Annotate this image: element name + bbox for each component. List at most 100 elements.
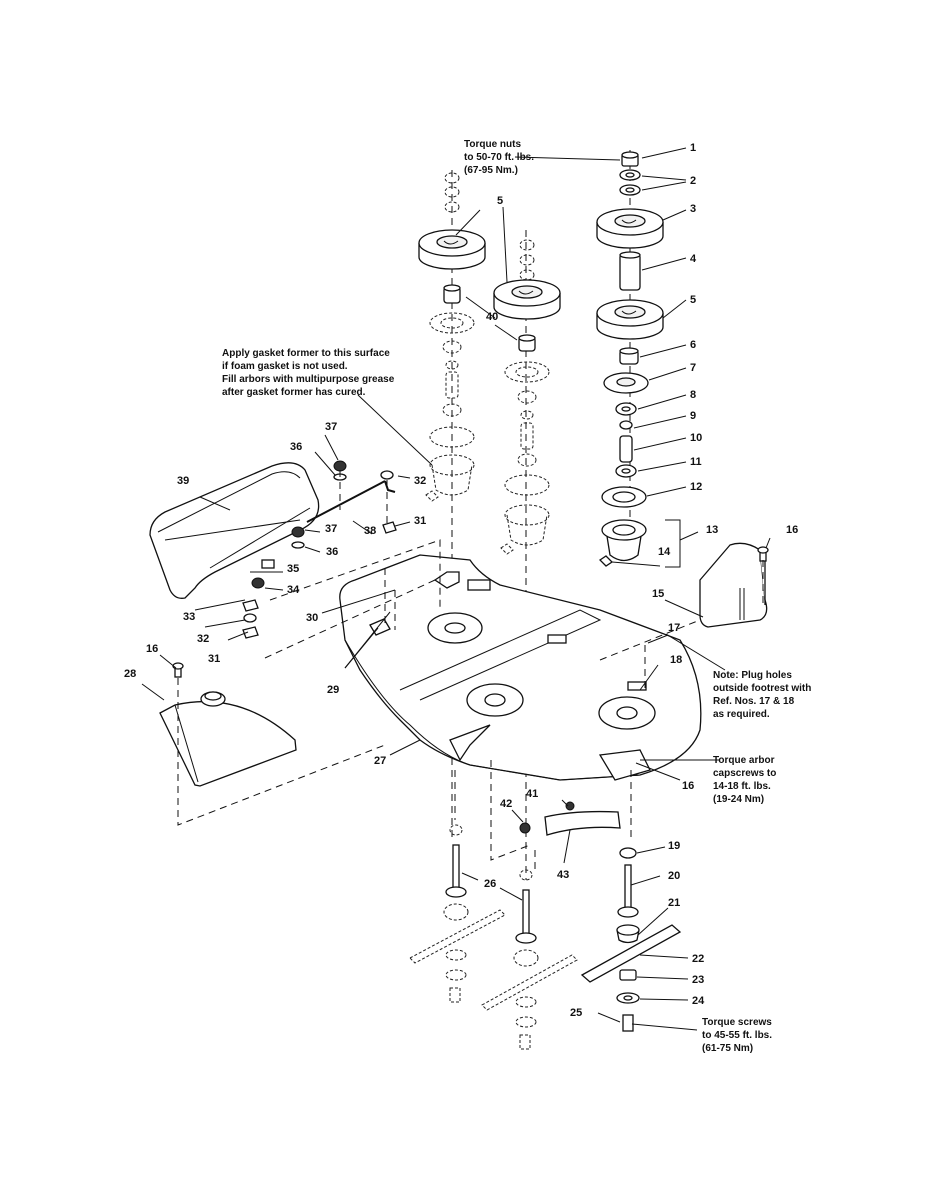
note-line: Ref. Nos. 17 & 18 [713, 696, 795, 707]
middle-blade-spindle [481, 869, 578, 1050]
part-43-baffle [519, 801, 621, 836]
middle-collar [518, 334, 536, 352]
note-line: (19-24 Nm) [713, 794, 764, 805]
note-line: capscrews to [713, 768, 776, 779]
callout-8: 8 [690, 389, 696, 401]
middle-spindle-stack [493, 230, 561, 880]
note-line: outside footrest with [713, 683, 811, 694]
part-8-bearing [615, 402, 637, 416]
callout-38: 38 [364, 525, 376, 537]
callout-24: 24 [692, 995, 705, 1007]
left-spindle-stack [418, 170, 486, 840]
note-line: to 45-55 ft. lbs. [702, 1030, 772, 1041]
callout-12: 12 [690, 481, 702, 493]
callout-22: 22 [692, 953, 704, 965]
note-line: if foam gasket is not used. [222, 361, 348, 372]
callout-9: 9 [690, 410, 696, 422]
note-torque-screws: Torque screws to 45-55 ft. lbs. (61-75 N… [702, 1017, 772, 1054]
part-22-blade [580, 924, 682, 983]
note-line: Note: Plug holes [713, 670, 792, 681]
note-line: Fill arbors with multipurpose grease [222, 374, 395, 385]
part-7-flange [603, 372, 649, 394]
callout-21: 21 [668, 897, 680, 909]
left-pulley [418, 229, 486, 270]
callout-3: 3 [690, 203, 696, 215]
part-19 [619, 847, 637, 859]
part-5-pulley [596, 299, 664, 340]
part-13-housing [598, 519, 647, 567]
callout-5: 5 [690, 294, 696, 306]
note-line: (61-75 Nm) [702, 1043, 753, 1054]
note-plug-holes: Note: Plug holes outside footrest with R… [713, 670, 811, 720]
callout-37-top: 37 [325, 421, 337, 433]
callout-28: 28 [124, 668, 136, 680]
callout-32-top: 32 [414, 475, 426, 487]
note-torque-arbor: Torque arbor capscrews to 14-18 ft. lbs.… [713, 755, 776, 805]
callout-43: 43 [557, 869, 569, 881]
callout-31-bottom: 31 [208, 653, 220, 665]
part-27-deck [339, 554, 702, 781]
bolt-16-left [172, 662, 184, 678]
right-spindle-stack [596, 150, 681, 568]
callout-19: 19 [668, 840, 680, 852]
callout-25: 25 [570, 1007, 582, 1019]
note-line: Torque arbor [713, 755, 775, 766]
callout-20: 20 [668, 870, 680, 882]
callout-42: 42 [500, 798, 512, 810]
part-12-gasket [601, 486, 647, 508]
part-28-cover [159, 691, 297, 787]
callout-31-top: 31 [414, 515, 426, 527]
callout-15: 15 [652, 588, 664, 600]
callout-1: 1 [690, 142, 696, 154]
note-gasket: Apply gasket former to this surface if f… [222, 348, 395, 398]
callout-11: 11 [690, 456, 702, 468]
callout-14: 14 [658, 546, 671, 558]
right-blade-spindle [580, 847, 682, 1032]
callout-5-mid: 5 [497, 195, 503, 207]
callout-29: 29 [327, 684, 339, 696]
callout-36-mid: 36 [326, 546, 338, 558]
part-11-bearing [615, 464, 637, 478]
part-6-collar [619, 347, 639, 365]
part-2-washers [619, 169, 641, 196]
callout-36-top: 36 [290, 441, 302, 453]
note-line: (67-95 Nm.) [464, 165, 518, 176]
callout-16-deck: 16 [682, 780, 694, 792]
callout-16-left: 16 [146, 643, 158, 655]
callout-41: 41 [526, 788, 538, 800]
callout-7: 7 [690, 362, 696, 374]
note-line: as required. [713, 709, 770, 720]
part-25 [622, 1014, 634, 1032]
part-10-spacer-tube [619, 435, 633, 463]
callout-13: 13 [706, 524, 718, 536]
note-line: to 50-70 ft. lbs. [464, 152, 534, 163]
callout-33: 33 [183, 611, 195, 623]
left-blade-spindle [409, 824, 506, 1003]
dashed-guides [177, 470, 764, 870]
callout-23: 23 [692, 974, 704, 986]
callout-35: 35 [287, 563, 299, 575]
callout-18: 18 [670, 654, 682, 666]
note-line: Torque screws [702, 1017, 772, 1028]
callout-34: 34 [287, 584, 300, 596]
part-3-pulley [596, 208, 664, 249]
middle-pulley [493, 279, 561, 320]
part-38-rod [306, 480, 396, 523]
note-line: Torque nuts [464, 139, 521, 150]
part-20-shaft [624, 864, 632, 911]
note-torque-nuts: Torque nuts to 50-70 ft. lbs. (67-95 Nm.… [464, 139, 534, 176]
linkage-hardware [242, 460, 400, 639]
callout-17: 17 [668, 622, 680, 634]
callout-4: 4 [690, 253, 697, 265]
bolt-16-chute [757, 546, 769, 562]
callout-16-right: 16 [786, 524, 798, 536]
note-line: after gasket former has cured. [222, 387, 366, 398]
part-9-spacer [619, 420, 633, 430]
callout-39: 39 [177, 475, 189, 487]
callout-32-bottom: 32 [197, 633, 209, 645]
callout-40: 40 [486, 311, 498, 323]
part-1-nut [621, 151, 639, 167]
callout-10: 10 [690, 432, 702, 444]
part-23 [619, 969, 637, 981]
